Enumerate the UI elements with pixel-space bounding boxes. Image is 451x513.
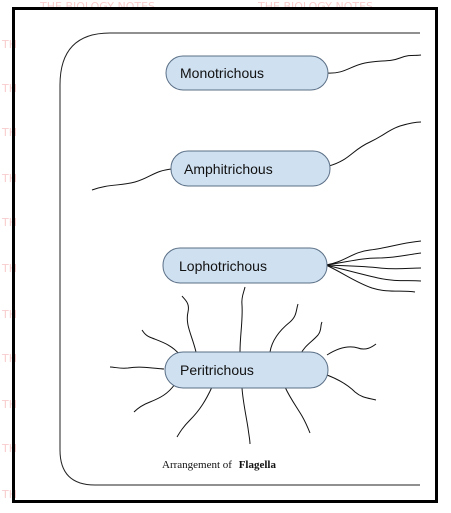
flagellum <box>300 322 322 355</box>
watermark-top-text: THE BIOLOGY NOTES <box>39 0 155 13</box>
peritrichous-group: Peritrichous <box>110 287 376 444</box>
diagram-caption: Arrangement of Flagella <box>162 459 276 471</box>
lophotrichous-label: Lophotrichous <box>179 258 267 274</box>
flagellum <box>240 287 245 352</box>
flagellum <box>270 304 298 352</box>
caption-bold-word: Flagella <box>239 459 277 471</box>
caption-prefix: Arrangement of <box>162 459 232 471</box>
flagellum <box>326 241 421 265</box>
flagellum <box>327 344 376 355</box>
flagellum <box>142 330 180 355</box>
flagellum <box>92 169 173 190</box>
lophotrichous-group: Lophotrichous <box>163 241 421 292</box>
flagellum <box>110 367 164 369</box>
peritrichous-label: Peritrichous <box>180 362 254 378</box>
flagellum <box>327 55 421 73</box>
amphitrichous-group: Amphitrichous <box>92 122 421 190</box>
watermark-top-text: THE BIOLOGY NOTES <box>257 0 373 13</box>
flagellum <box>182 296 196 352</box>
flagellum <box>329 122 421 166</box>
flagellum <box>326 253 421 265</box>
amphitrichous-label: Amphitrichous <box>184 161 273 177</box>
monotrichous-label: Monotrichous <box>180 65 264 81</box>
flagellum <box>177 387 212 437</box>
monotrichous-group: Monotrichous <box>166 55 421 90</box>
flagellum <box>134 384 175 412</box>
flagellum <box>327 375 376 400</box>
flagellum <box>242 388 250 444</box>
flagellum <box>285 387 310 433</box>
